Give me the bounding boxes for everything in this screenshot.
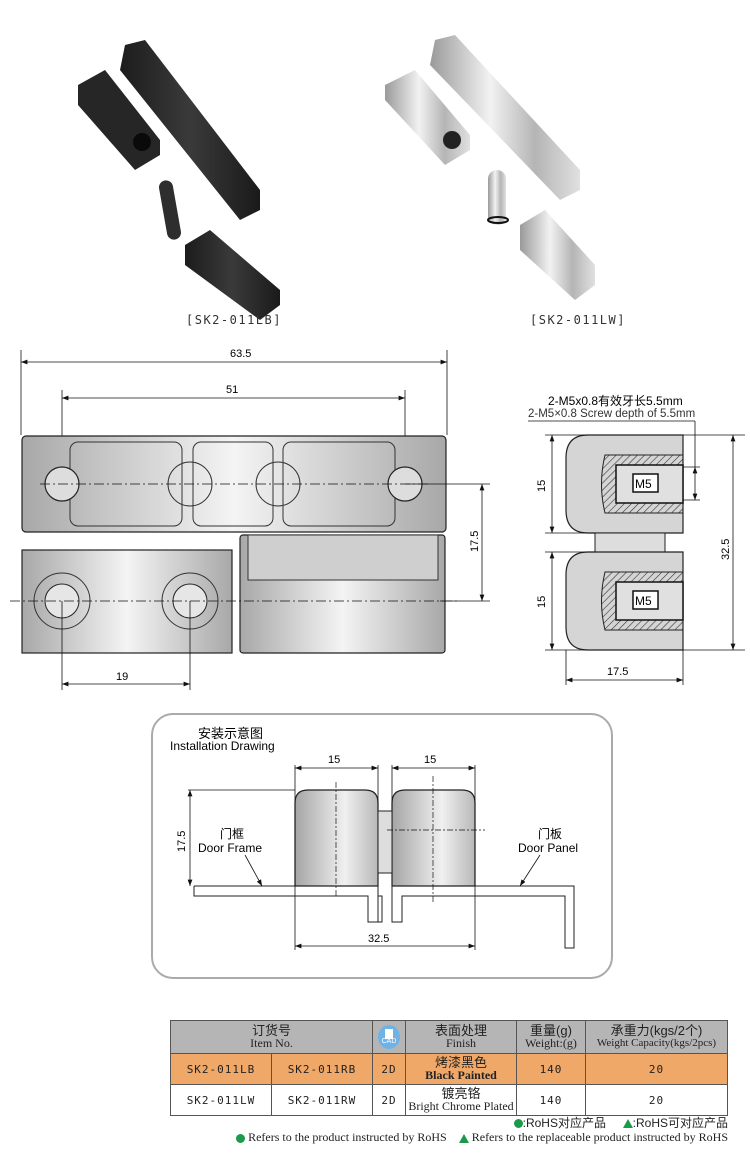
installation-drawing: 安装示意图 Installation Drawing 15 15 32.5 17…: [170, 726, 578, 950]
install-dim-height: 17.5: [176, 831, 188, 852]
thread-note-en: 2-M5×0.8 Screw depth of 5.5mm: [528, 408, 695, 420]
thread-note-cn: 2-M5x0.8有效牙长5.5mm: [548, 393, 683, 408]
legend-cn: :RoHS对应产品 :RoHS可对应产品: [513, 1114, 728, 1131]
door-panel-cn: 门板: [538, 826, 562, 841]
product-caption-black: [SK2-011LB]: [186, 313, 282, 327]
header-capacity: 承重力(kgs/2个)Weight Capacity(kgs/2pcs): [585, 1020, 728, 1054]
installation-title-cn: 安装示意图: [198, 726, 263, 741]
rohs-triangle-icon: [622, 1119, 633, 1129]
product-caption-chrome: [SK2-011LW]: [530, 313, 626, 327]
legend-rohs-cn: :RoHS对应产品: [522, 1116, 606, 1130]
header-cad: CAD: [372, 1020, 406, 1054]
item-left: SK2-011LB: [170, 1053, 272, 1085]
item-right: SK2-011RB: [271, 1053, 373, 1085]
installation-title-en: Installation Drawing: [170, 739, 275, 753]
front-view-drawing: 63.5 51 17.5 19: [10, 348, 490, 690]
legend-replaceable-cn: :RoHS可对应产品: [632, 1116, 728, 1130]
capacity: 20: [585, 1053, 728, 1085]
cad-type: 2D: [372, 1053, 406, 1085]
cad-icon: CAD: [378, 1025, 400, 1049]
dim-hole-spacing: 51: [226, 384, 238, 396]
thread-label-bottom: M5: [635, 594, 652, 608]
weight: 140: [516, 1053, 586, 1085]
installation-panel: [151, 713, 613, 979]
header-weight: 重量(g)Weight:(g): [516, 1020, 586, 1054]
capacity: 20: [585, 1084, 728, 1116]
weight: 140: [516, 1084, 586, 1116]
legend-en: Refers to the product instructed by RoHS…: [236, 1130, 728, 1145]
legend-rohs-en: Refers to the product instructed by RoHS: [248, 1130, 447, 1144]
item-left: SK2-011LW: [170, 1084, 272, 1116]
dim-height: 17.5: [469, 531, 481, 552]
door-panel-en: Door Panel: [518, 841, 578, 855]
dim-total-height: 32.5: [720, 539, 732, 560]
rohs-dot-icon: [513, 1119, 523, 1129]
install-dim-left-width: 15: [328, 754, 340, 766]
item-right: SK2-011RW: [271, 1084, 373, 1116]
door-frame-cn: 门框: [220, 826, 244, 841]
dim-bottom-height: 15: [536, 596, 548, 608]
dim-top-height: 15: [536, 480, 548, 492]
side-view-drawing: 2-M5x0.8有效牙长5.5mm 2-M5×0.8 Screw depth o…: [528, 393, 745, 685]
rohs-triangle-icon: [458, 1133, 469, 1143]
dim-overall-length: 63.5: [230, 348, 251, 360]
product-photo-chrome: [385, 35, 595, 300]
rohs-dot-icon: [236, 1133, 246, 1143]
door-frame-en: Door Frame: [198, 841, 262, 855]
product-photo-black: [78, 40, 280, 320]
install-dim-right-width: 15: [424, 754, 436, 766]
thread-label-top: M5: [635, 477, 652, 491]
install-dim-total: 32.5: [368, 933, 389, 945]
dim-side-width: 17.5: [607, 666, 628, 678]
dim-lower-hole-spacing: 19: [116, 671, 128, 683]
cad-type: 2D: [372, 1084, 406, 1116]
legend-replaceable-en: Refers to the replaceable product instru…: [471, 1130, 728, 1144]
